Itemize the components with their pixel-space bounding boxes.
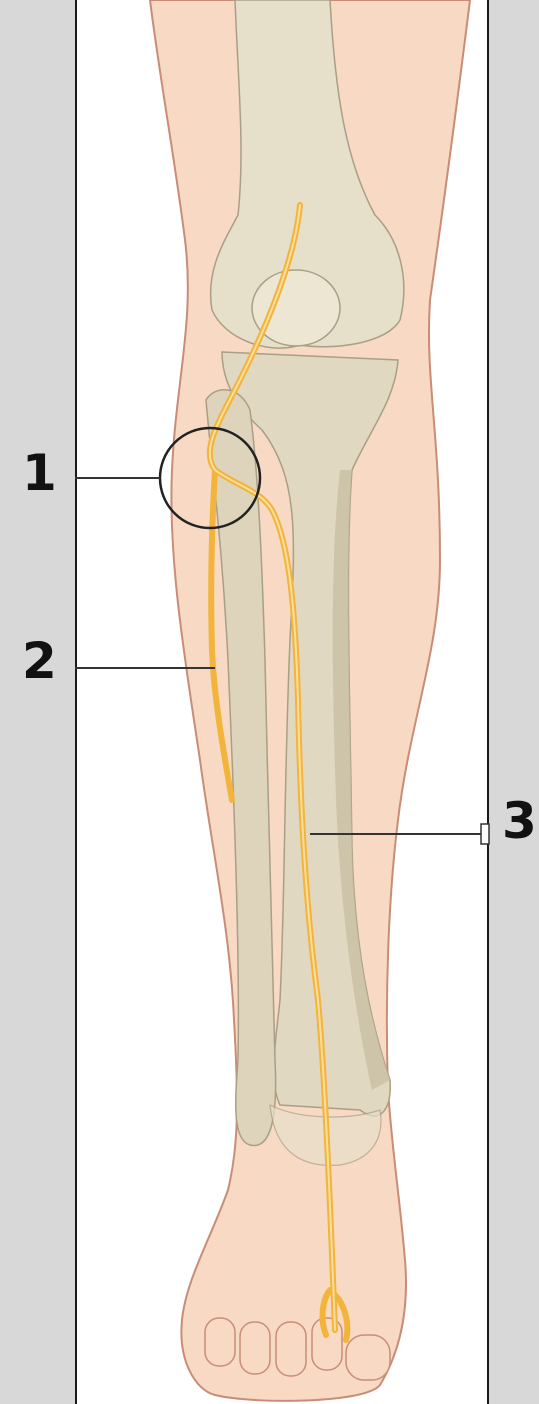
leader-end-3 bbox=[481, 824, 489, 844]
patella-bone bbox=[252, 270, 340, 346]
label-2: 2 bbox=[22, 636, 57, 686]
label-1: 1 bbox=[22, 448, 57, 498]
label-3: 3 bbox=[502, 796, 537, 846]
